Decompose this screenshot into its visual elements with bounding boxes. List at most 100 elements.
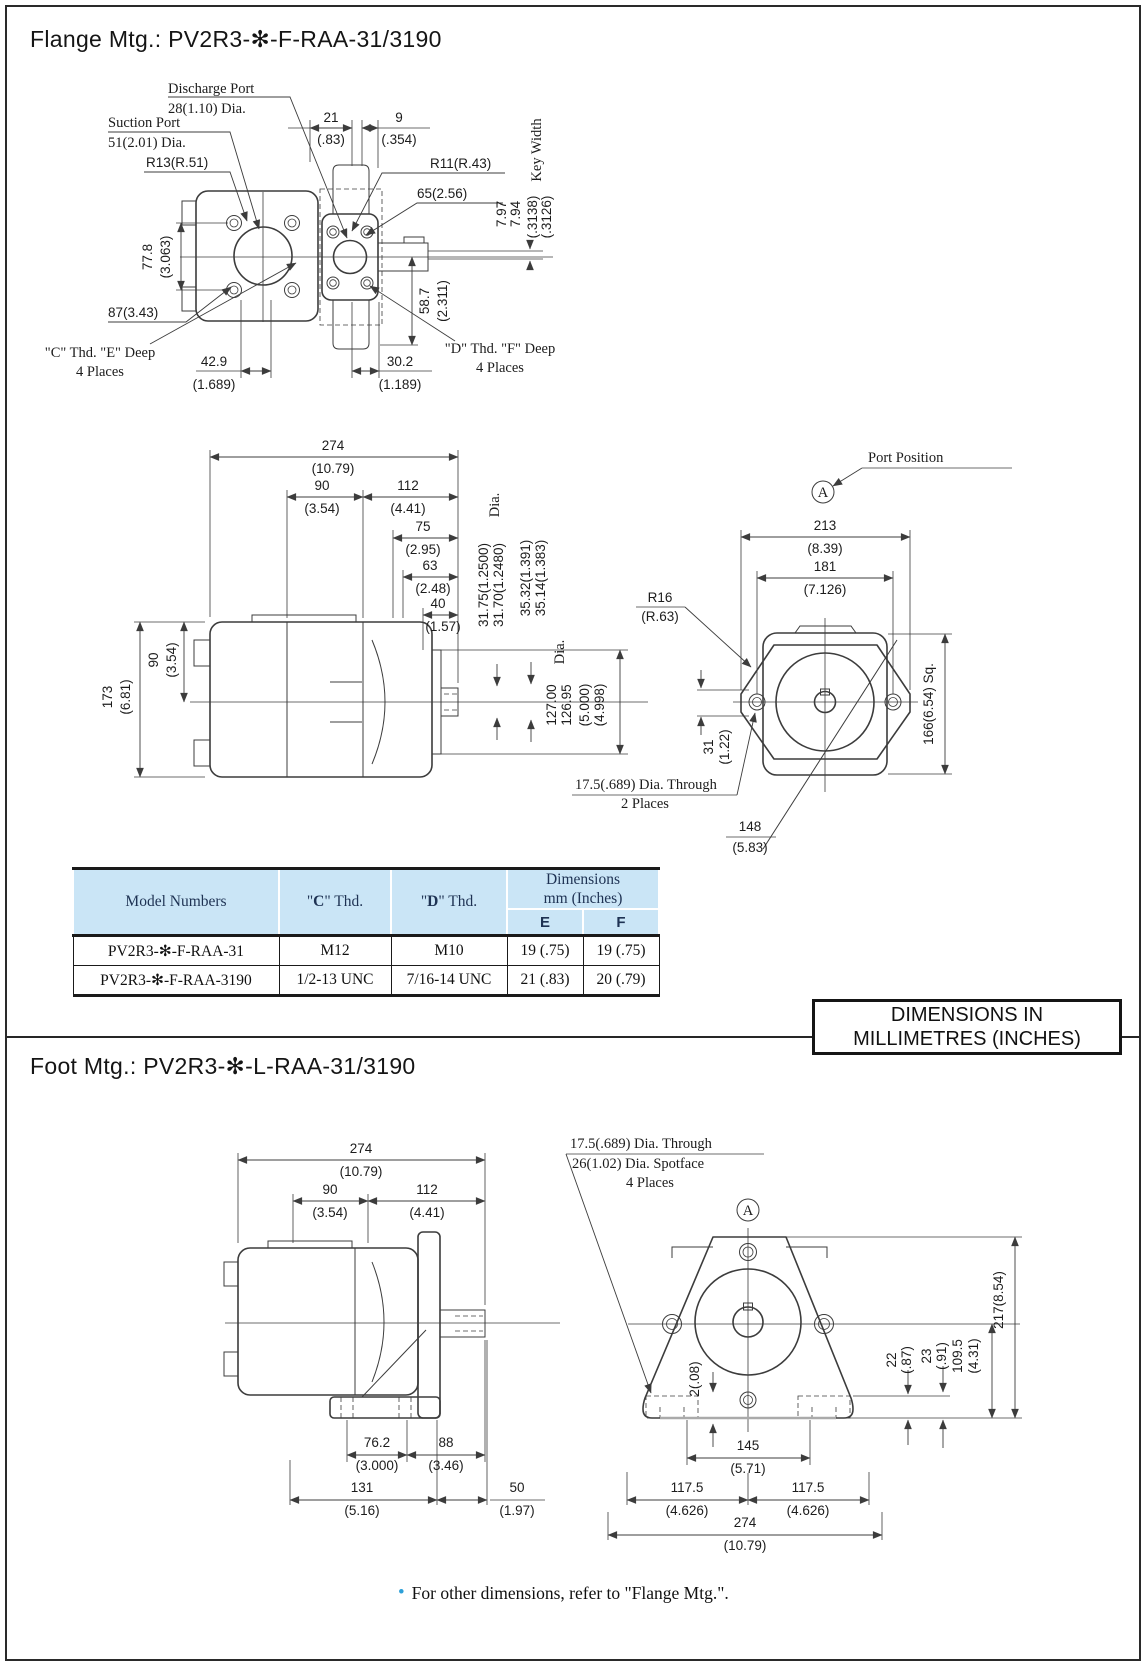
dim-587-mm: 58.7 [417, 288, 432, 314]
foot-dim-145-mm: 145 [737, 1438, 760, 1453]
dim-63-in: (2.48) [415, 581, 450, 596]
foot-side-view-drawing: 274 (10.79) 90 (3.54) 112 (4.41) 76.2 (3… [223, 1141, 560, 1518]
col-header-e: E [506, 908, 584, 937]
dim-9-in: (.354) [381, 132, 416, 147]
table-row: PV2R3-✻-F-RAA-31 M12 M10 19 (.75) 19 (.7… [72, 935, 660, 966]
foot-dim-131-mm: 131 [351, 1480, 374, 1495]
d-thread-places: 4 Places [476, 360, 524, 376]
dim-302-in: (1.189) [379, 377, 422, 392]
foot-dim-112-mm: 112 [416, 1182, 438, 1197]
foot-dim-145-in: (5.71) [730, 1461, 765, 1476]
flange-front-view-drawing: Port Position A 213 (8.39) 181 (7.126) R… [572, 450, 1012, 855]
key-dim-797: 7.97 [494, 201, 509, 227]
suction-port-label: Suction Port [108, 115, 180, 131]
foot-thru-label-2: 26(1.02) Dia. Spotface [572, 1156, 704, 1172]
col-header-c-thread: "C" Thd. [278, 867, 392, 937]
radius-r11: R11(R.43) [430, 156, 491, 171]
dim-112-in: (4.41) [390, 501, 425, 516]
foot-dim-1175a-in: (4.626) [666, 1503, 709, 1518]
dim-75-in: (2.95) [405, 542, 440, 557]
key-height-1: 35.32(1.391) [518, 540, 533, 617]
foot-dim-274-in: (10.79) [724, 1538, 767, 1553]
dim-21-mm: 21 [323, 110, 338, 125]
foot-dim-2: 2(.08) [687, 1361, 702, 1396]
foot-dim-90-mm: 90 [322, 1182, 337, 1197]
dim-31-in: (1.22) [717, 729, 732, 764]
dim-75-mm: 75 [415, 519, 430, 534]
dim-429-mm: 42.9 [201, 354, 227, 369]
dim-148-mm: 148 [739, 819, 762, 834]
foot-front-view-drawing: 17.5(.689) Dia. Through 26(1.02) Dia. Sp… [565, 1136, 1022, 1553]
foot-dim-762-in: (3.000) [356, 1458, 399, 1473]
discharge-port-label: Discharge Port [168, 81, 254, 97]
foot-dim-1095-in: (4.31) [966, 1338, 981, 1373]
shaft-dia-2: 31.70(1.2480) [491, 543, 506, 627]
foot-dim-274-in: (10.79) [340, 1164, 383, 1179]
dim-63-mm: 63 [422, 558, 437, 573]
cell-model: PV2R3-✻-F-RAA-3190 [72, 965, 280, 996]
foot-thru-label-1: 17.5(.689) Dia. Through [570, 1136, 713, 1152]
key-width-label: Key Width [529, 118, 545, 182]
key-dim-3138: (.3138) [525, 196, 540, 239]
foot-thru-places: 4 Places [626, 1175, 674, 1191]
dim-173-mm: 173 [100, 686, 115, 709]
dim-213-in: (8.39) [807, 541, 842, 556]
dim-90t-in: (3.54) [304, 501, 339, 516]
foot-dim-1175b-mm: 117.5 [792, 1480, 825, 1495]
foot-dim-90-in: (3.54) [312, 1205, 347, 1220]
d-thread-label: "D" Thd. "F" Deep [445, 341, 555, 357]
dim-213-mm: 213 [814, 518, 837, 533]
flange-side-view-drawing: 274 (10.79) 90 (3.54) 112 (4.41) 75 (2.9… [100, 438, 648, 778]
flange-section-title: Flange Mtg.: PV2R3-✻-F-RAA-31/3190 [30, 26, 442, 52]
dimensions-note-box: DIMENSIONS IN MILLIMETRES (INCHES) [812, 999, 1122, 1055]
pilot-dia-2: 126.95 [559, 684, 574, 725]
cell-e: 21 (.83) [506, 965, 584, 996]
pilot-dia-1: 127.00 [544, 684, 559, 725]
discharge-port-dim: 28(1.10) Dia. [168, 101, 246, 117]
dimensions-note-line1: DIMENSIONS IN [890, 1004, 1044, 1026]
foot-dim-50-in: (1.97) [499, 1503, 534, 1518]
radius-r16-in: (R.63) [641, 609, 679, 624]
col-header-f: F [582, 908, 660, 937]
foot-dim-22-in: (.87) [899, 1346, 914, 1374]
foot-dim-112-in: (4.41) [409, 1205, 444, 1220]
footnote-text: For other dimensions, refer to "Flange M… [411, 1583, 729, 1603]
foot-dim-1175a-mm: 117.5 [671, 1480, 704, 1495]
key-height-2: 35.14(1.383) [533, 540, 548, 617]
section-divider [7, 1036, 1139, 1038]
dim-302-mm: 30.2 [387, 354, 413, 369]
foot-port-a: A [743, 1203, 754, 1219]
foot-dim-88-mm: 88 [438, 1435, 453, 1450]
foot-dim-762-mm: 76.2 [364, 1435, 390, 1450]
dim-31-mm: 31 [701, 739, 716, 754]
dim-173-in: (6.81) [118, 679, 133, 714]
dim-90t-mm: 90 [314, 478, 329, 493]
thru-hole-places: 2 Places [621, 796, 669, 812]
port-position-label: Port Position [868, 450, 944, 466]
foot-dim-274-mm: 274 [350, 1141, 373, 1156]
suction-port-dim: 51(2.01) Dia. [108, 135, 186, 151]
foot-dim-23-in: (.91) [934, 1342, 949, 1370]
dim-112-mm: 112 [397, 478, 419, 493]
cell-d-thd: M10 [390, 935, 508, 966]
dim-21-in: (.83) [317, 132, 345, 147]
foot-dim-50-mm: 50 [509, 1480, 524, 1495]
dim-40-in: (1.57) [425, 619, 460, 634]
dim-429-in: (1.689) [193, 377, 236, 392]
cell-c-thd: M12 [278, 935, 392, 966]
foot-dim-1175b-in: (4.626) [787, 1503, 830, 1518]
radius-r16: R16 [648, 590, 673, 605]
dim-90l-in: (3.54) [164, 642, 179, 677]
dim-40-mm: 40 [430, 596, 445, 611]
c-thread-places: 4 Places [76, 364, 124, 380]
thru-hole-label: 17.5(.689) Dia. Through [575, 777, 718, 793]
dim-587-in: (2.311) [435, 280, 450, 322]
dim-778-in: (3.063) [158, 236, 173, 279]
dim-274-in: (10.79) [312, 461, 355, 476]
col-header-model: Model Numbers [72, 867, 280, 937]
thread-spec-table: Model Numbers "C" Thd. "D" Thd. Dimensio… [72, 867, 660, 997]
foot-dim-131-in: (5.16) [344, 1503, 379, 1518]
dim-90l-mm: 90 [146, 652, 161, 667]
